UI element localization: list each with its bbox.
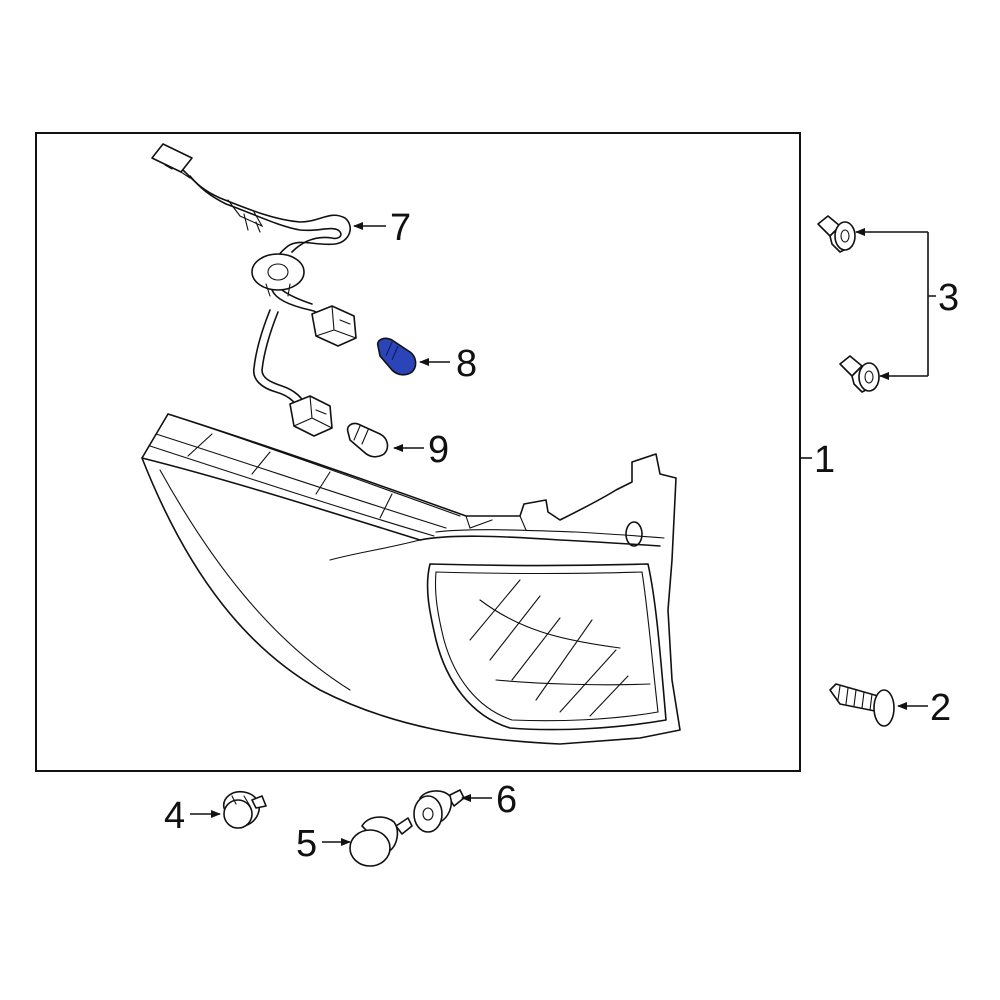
callout-1: 1 bbox=[814, 439, 835, 481]
callout-2: 2 bbox=[930, 687, 951, 729]
callout-4: 4 bbox=[164, 795, 185, 837]
tail-lamp-housing[interactable] bbox=[141, 413, 681, 745]
callout-7: 7 bbox=[390, 207, 411, 249]
plug-6[interactable] bbox=[413, 789, 465, 833]
callout-3: 3 bbox=[938, 277, 959, 319]
callout-5: 5 bbox=[296, 823, 317, 865]
callout-6: 6 bbox=[496, 779, 517, 821]
leader-lines bbox=[190, 222, 936, 846]
wire-harness[interactable] bbox=[151, 143, 357, 437]
bulb-9[interactable] bbox=[346, 422, 389, 458]
leader-3-bracket bbox=[927, 232, 936, 376]
callout-8: 8 bbox=[456, 343, 477, 385]
callout-9: 9 bbox=[428, 429, 449, 471]
assembly-frame bbox=[35, 132, 801, 772]
clip-3-lower[interactable] bbox=[839, 355, 880, 393]
screw-2[interactable] bbox=[829, 683, 895, 727]
clip-3-upper[interactable] bbox=[817, 215, 856, 253]
plug-5[interactable] bbox=[349, 816, 413, 867]
nut-4[interactable] bbox=[222, 790, 267, 829]
bulb-8[interactable] bbox=[376, 337, 417, 376]
